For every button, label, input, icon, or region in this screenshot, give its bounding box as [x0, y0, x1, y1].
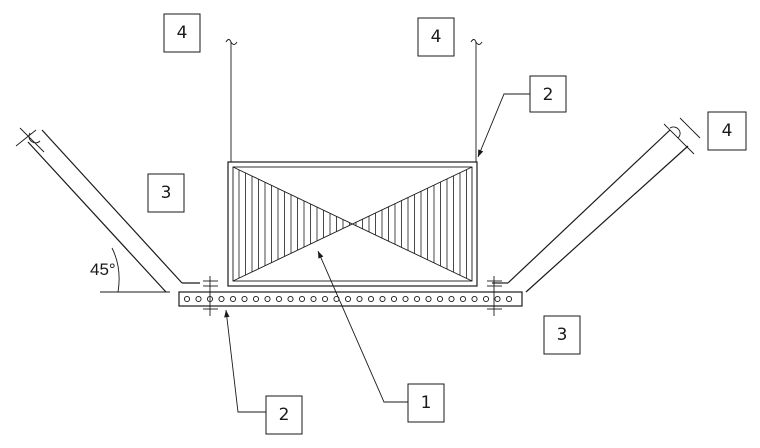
central-box	[227, 161, 478, 287]
bar-hole	[321, 295, 329, 303]
bar-hole	[298, 295, 306, 303]
svg-text:4: 4	[722, 121, 733, 141]
svg-text:4: 4	[177, 23, 188, 43]
left-hanger	[225, 39, 238, 162]
bowtie-hatching	[238, 169, 467, 279]
bar-hole	[402, 295, 409, 303]
leader-lines	[224, 93, 530, 413]
bar-hole	[218, 295, 225, 303]
bar-hole	[275, 295, 283, 303]
callout-right-3: 3	[543, 315, 581, 355]
angle-indicator: 45°	[90, 247, 170, 293]
angle-label: 45°	[90, 260, 116, 279]
callout-left-3: 3	[147, 173, 185, 213]
svg-text:2: 2	[279, 405, 290, 425]
left-inclined-panel	[15, 127, 200, 293]
bar-hole	[195, 295, 202, 303]
bar-hole	[425, 295, 432, 303]
bar-hole	[367, 295, 375, 303]
callout-bottom-2: 2	[265, 395, 303, 435]
bar-hole	[459, 295, 467, 303]
callout-right-4: 4	[707, 111, 747, 151]
bar-hole	[505, 295, 513, 303]
perforated-bar	[178, 291, 523, 307]
svg-text:4: 4	[431, 27, 442, 47]
svg-text:2: 2	[543, 85, 554, 105]
bar-hole	[436, 295, 444, 303]
bar-hole	[229, 295, 237, 303]
bar-hole	[183, 295, 191, 303]
callout-top-mid-4: 4	[417, 17, 455, 57]
bar-hole	[390, 295, 398, 303]
left-bolt	[203, 276, 218, 316]
bar-hole	[413, 295, 421, 303]
bar-hole	[241, 295, 248, 303]
right-bolt	[487, 276, 502, 316]
svg-text:3: 3	[557, 325, 568, 345]
bar-hole	[482, 295, 490, 303]
bar-hole	[448, 295, 455, 303]
callout-bottom-1: 1	[407, 383, 445, 423]
bar-hole	[356, 295, 363, 303]
bar-hole	[310, 295, 317, 303]
right-inclined-panel	[492, 117, 701, 293]
bar-hole	[379, 295, 386, 303]
bar-hole	[494, 295, 501, 303]
bar-hole	[287, 295, 294, 303]
svg-text:1: 1	[421, 393, 432, 413]
bar-hole	[471, 295, 478, 303]
bar-hole	[344, 295, 352, 303]
right-hanger	[470, 39, 483, 162]
svg-text:3: 3	[161, 183, 172, 203]
bar-hole	[264, 295, 271, 303]
bar-hole	[252, 295, 260, 303]
callout-top-left-4: 4	[163, 13, 201, 53]
bar-holes	[183, 295, 513, 303]
callout-top-right-2: 2	[529, 75, 567, 113]
